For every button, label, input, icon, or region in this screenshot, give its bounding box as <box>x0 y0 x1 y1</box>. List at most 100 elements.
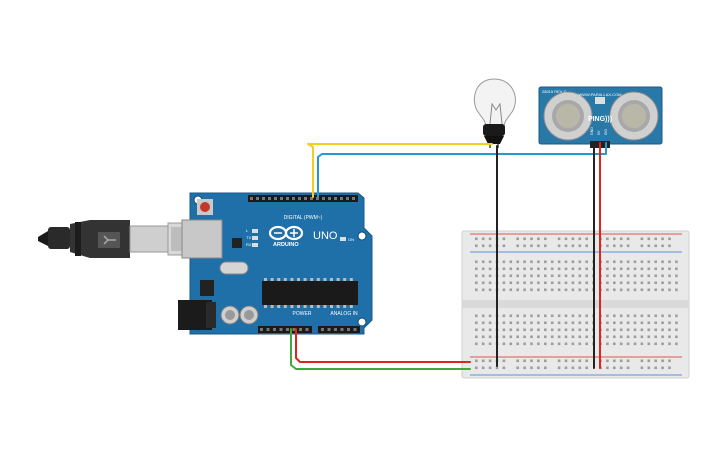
breadboard-hole <box>488 288 492 292</box>
breadboard-hole <box>619 328 623 332</box>
breadboard-hole <box>481 328 485 332</box>
header-pin <box>322 197 325 200</box>
breadboard-hole <box>564 321 568 325</box>
breadboard-hole <box>619 342 623 346</box>
breadboard-hole <box>619 274 623 278</box>
breadboard-hole <box>675 288 678 292</box>
power-header[interactable] <box>258 326 312 333</box>
breadboard-hole <box>661 244 664 248</box>
breadboard-hole <box>606 342 609 346</box>
breadboard-hole <box>509 335 513 339</box>
breadboard-hole <box>475 267 478 271</box>
breadboard-hole <box>668 359 671 363</box>
breadboard-hole <box>502 335 506 339</box>
breadboard-hole <box>516 288 519 292</box>
breadboard-hole <box>530 328 533 332</box>
breadboard-hole <box>633 342 637 346</box>
breadboard-hole <box>488 321 492 325</box>
breadboard-hole <box>516 260 519 264</box>
breadboard-hole <box>523 281 526 285</box>
wires[interactable] <box>290 142 607 370</box>
breadboard-hole <box>502 274 506 278</box>
breadboard-hole <box>475 335 478 339</box>
breadboard-hole <box>481 335 485 339</box>
breadboard-hole <box>530 342 533 346</box>
breadboard-hole <box>564 366 568 370</box>
tx-label: TX <box>246 235 251 240</box>
breadboard-hole <box>654 237 657 241</box>
breadboard-hole <box>523 260 526 264</box>
breadboard-hole <box>523 274 526 278</box>
breadboard-hole <box>640 314 644 318</box>
breadboard-hole <box>654 314 657 318</box>
light-bulb[interactable] <box>473 78 516 148</box>
breadboard-hole <box>578 359 582 363</box>
breadboard-hole <box>502 267 506 271</box>
breadboard-hole <box>481 342 485 346</box>
breadboard-hole <box>613 314 616 318</box>
breadboard-hole <box>516 281 519 285</box>
breadboard-hole <box>516 267 519 271</box>
breadboard-hole <box>564 359 568 363</box>
chip-leg <box>264 305 267 308</box>
breadboard-hole <box>502 342 506 346</box>
breadboard-hole <box>516 359 519 363</box>
breadboard-hole <box>661 359 664 363</box>
breadboard-hole <box>481 274 485 278</box>
breadboard-hole <box>585 288 588 292</box>
breadboard-hole <box>606 274 609 278</box>
breadboard-hole <box>530 244 533 248</box>
breadboard-hole <box>613 335 616 339</box>
breadboard-hole <box>509 342 513 346</box>
wire-yellow[interactable] <box>307 143 493 198</box>
header-pin <box>340 197 343 200</box>
chip-leg <box>303 278 307 281</box>
breadboard-hole <box>516 328 519 332</box>
wire-green-ground[interactable] <box>290 328 471 370</box>
breadboard-hole <box>550 328 554 332</box>
chip-leg <box>310 305 314 308</box>
breadboard-hole <box>613 359 616 363</box>
header-pin <box>340 328 344 331</box>
breadboard-hole <box>557 244 561 248</box>
breadboard-hole <box>668 314 671 318</box>
wire-red-power[interactable] <box>295 328 471 363</box>
breadboard-hole <box>537 281 540 285</box>
breadboard-hole <box>557 359 561 363</box>
breadboard-hole <box>571 366 575 370</box>
breadboard-hole <box>640 267 644 271</box>
chip-leg <box>277 305 281 308</box>
breadboard-hole <box>585 342 588 346</box>
breadboard-hole <box>647 314 651 318</box>
breadboard-hole <box>557 281 561 285</box>
breadboard-hole <box>619 267 623 271</box>
breadboard-hole <box>475 342 478 346</box>
breadboard-hole <box>578 321 582 325</box>
breadboard[interactable] <box>461 230 690 379</box>
analog-header[interactable] <box>318 326 360 333</box>
wire-blue[interactable] <box>317 142 607 198</box>
breadboard-hole <box>661 335 664 339</box>
breadboard-hole <box>640 237 644 241</box>
breadboard-hole <box>502 288 506 292</box>
chip-leg <box>297 305 300 308</box>
breadboard-hole <box>481 366 485 370</box>
breadboard-hole <box>585 237 588 241</box>
breadboard-hole <box>550 260 554 264</box>
breadboard-hole <box>633 267 637 271</box>
usb-cable[interactable] <box>38 220 203 258</box>
arduino-uno-board[interactable]: L TX RX ON ARDUINO UNO DIGITAL (PWM~) PO… <box>178 192 373 335</box>
breadboard-hole <box>585 314 588 318</box>
breadboard-hole <box>509 281 513 285</box>
digital-label: DIGITAL (PWM~) <box>284 215 323 221</box>
ping-pin-gnd-label: GND <box>590 127 594 135</box>
breadboard-hole <box>481 267 485 271</box>
ping-ultrasonic-sensor[interactable]: WWW.PARALLAX.COM 28015 REV C PING))) GND… <box>538 86 663 148</box>
breadboard-hole <box>668 288 671 292</box>
breadboard-hole <box>578 342 582 346</box>
breadboard-hole <box>647 260 651 264</box>
breadboard-hole <box>647 328 651 332</box>
breadboard-hole <box>661 321 664 325</box>
digital-header[interactable] <box>248 195 358 202</box>
